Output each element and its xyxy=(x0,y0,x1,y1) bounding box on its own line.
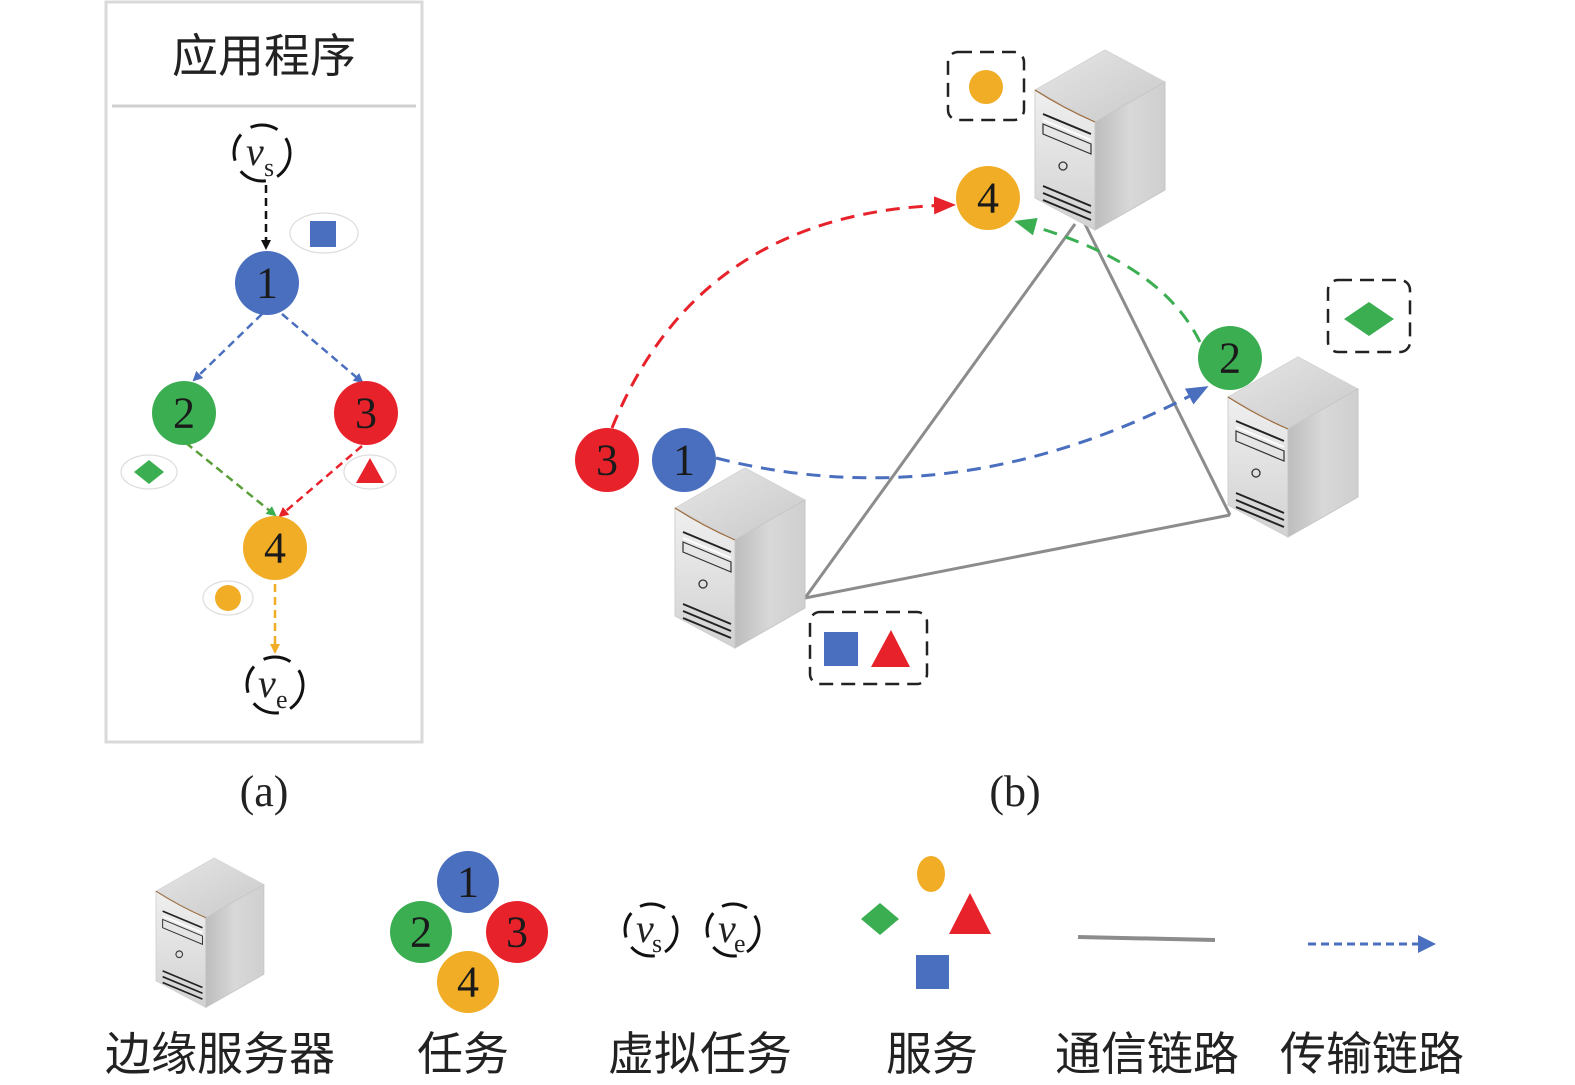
server-right-services xyxy=(1326,278,1412,354)
legend-transmission-link: 传输链路 xyxy=(1280,935,1464,1081)
service-cloud-triangle xyxy=(343,454,397,490)
diamond-service-icon xyxy=(861,903,899,935)
virtual-start-node: v s xyxy=(232,123,292,183)
svg-text:1: 1 xyxy=(673,436,695,485)
solid-line-icon xyxy=(1077,935,1216,942)
virtual-start-ring xyxy=(232,123,292,183)
placed-task-2: 2 xyxy=(1198,326,1262,390)
circle-service-icon xyxy=(969,70,1003,104)
placed-task-1: 1 xyxy=(652,428,716,492)
square-service-icon xyxy=(916,955,949,989)
comm-link-left-right xyxy=(804,513,1231,600)
server-icon xyxy=(155,857,265,1009)
virtual-end-ring xyxy=(245,655,305,715)
edge-3-4 xyxy=(278,445,363,518)
svg-text:1: 1 xyxy=(457,858,479,907)
diamond-service-icon xyxy=(1344,302,1394,336)
task-node-4: 4 xyxy=(243,516,307,580)
panel-b: 3 1 4 2 (b) xyxy=(575,49,1412,816)
comm-link-left-top xyxy=(803,223,1077,599)
virtual-start-subscript: s xyxy=(264,153,274,182)
caption-b: (b) xyxy=(989,767,1040,816)
svg-text:服务: 服务 xyxy=(886,1027,978,1081)
edge-1-2 xyxy=(192,313,263,382)
arrowhead-icon xyxy=(1418,935,1436,953)
svg-text:s: s xyxy=(652,929,662,958)
legend-virtual-task: v s v e 虚拟任务 xyxy=(608,902,792,1081)
legend-communication-link: 通信链路 xyxy=(1055,935,1239,1081)
svg-text:e: e xyxy=(734,929,746,958)
triangle-service-icon xyxy=(871,630,910,667)
legend-service: 服务 xyxy=(861,856,991,1081)
svg-text:3: 3 xyxy=(506,908,528,957)
svg-text:1: 1 xyxy=(256,259,278,308)
circle-service-icon xyxy=(917,856,945,892)
triangle-service-icon xyxy=(356,458,384,483)
virtual-end-node: v e xyxy=(245,655,305,715)
virtual-end-subscript: e xyxy=(276,685,288,714)
server-left-services xyxy=(808,610,929,686)
legend-task: 1 2 3 4 任务 xyxy=(390,851,548,1081)
placed-task-4: 4 xyxy=(956,166,1020,230)
comm-link-top-right xyxy=(1083,223,1232,516)
svg-text:2: 2 xyxy=(1219,334,1241,383)
svg-text:4: 4 xyxy=(264,524,286,573)
edge-server-top xyxy=(1034,49,1166,231)
svg-text:3: 3 xyxy=(596,436,618,485)
svg-text:4: 4 xyxy=(977,174,999,223)
caption-a: (a) xyxy=(240,767,289,816)
svg-text:虚拟任务: 虚拟任务 xyxy=(608,1027,792,1081)
square-service-icon xyxy=(310,221,336,247)
square-service-icon xyxy=(824,632,858,666)
svg-text:任务: 任务 xyxy=(417,1027,509,1081)
svg-text:4: 4 xyxy=(457,958,479,1007)
application-title: 应用程序 xyxy=(172,29,356,83)
task-node-3: 3 xyxy=(334,381,398,445)
transmission-1-to-2 xyxy=(715,386,1209,480)
svg-text:2: 2 xyxy=(173,389,195,438)
transmission-2-to-4 xyxy=(1014,217,1202,343)
edge-server-left xyxy=(674,467,806,649)
virtual-end-symbol: v xyxy=(258,661,276,706)
edge-1-3 xyxy=(281,313,364,384)
svg-text:传输链路: 传输链路 xyxy=(1280,1027,1464,1081)
svg-text:v: v xyxy=(718,906,736,951)
application-frame xyxy=(104,0,424,744)
circle-service-icon xyxy=(215,585,241,611)
task-node-2: 2 xyxy=(152,381,216,445)
svg-text:3: 3 xyxy=(355,389,377,438)
service-cloud-circle xyxy=(202,580,254,616)
edge-2-4 xyxy=(185,442,277,517)
panel-a: 应用程序 v s 1 2 3 4 xyxy=(104,0,424,816)
service-cloud-square xyxy=(289,212,359,254)
triangle-service-icon xyxy=(949,893,991,934)
svg-text:通信链路: 通信链路 xyxy=(1055,1027,1239,1081)
svg-text:边缘服务器: 边缘服务器 xyxy=(105,1027,335,1081)
placed-task-3: 3 xyxy=(575,428,639,492)
service-cloud-diamond xyxy=(120,454,178,490)
transmission-3-to-4 xyxy=(610,196,956,429)
diamond-service-icon xyxy=(134,460,164,484)
task-node-1: 1 xyxy=(235,251,299,315)
server-top-services xyxy=(946,50,1026,122)
svg-text:2: 2 xyxy=(410,908,432,957)
virtual-start-symbol: v xyxy=(246,129,264,174)
legend: 边缘服务器 1 2 3 4 任务 v s v e 虚拟任务 xyxy=(105,851,1464,1081)
svg-text:v: v xyxy=(636,906,654,951)
legend-edge-server: 边缘服务器 xyxy=(105,857,335,1081)
